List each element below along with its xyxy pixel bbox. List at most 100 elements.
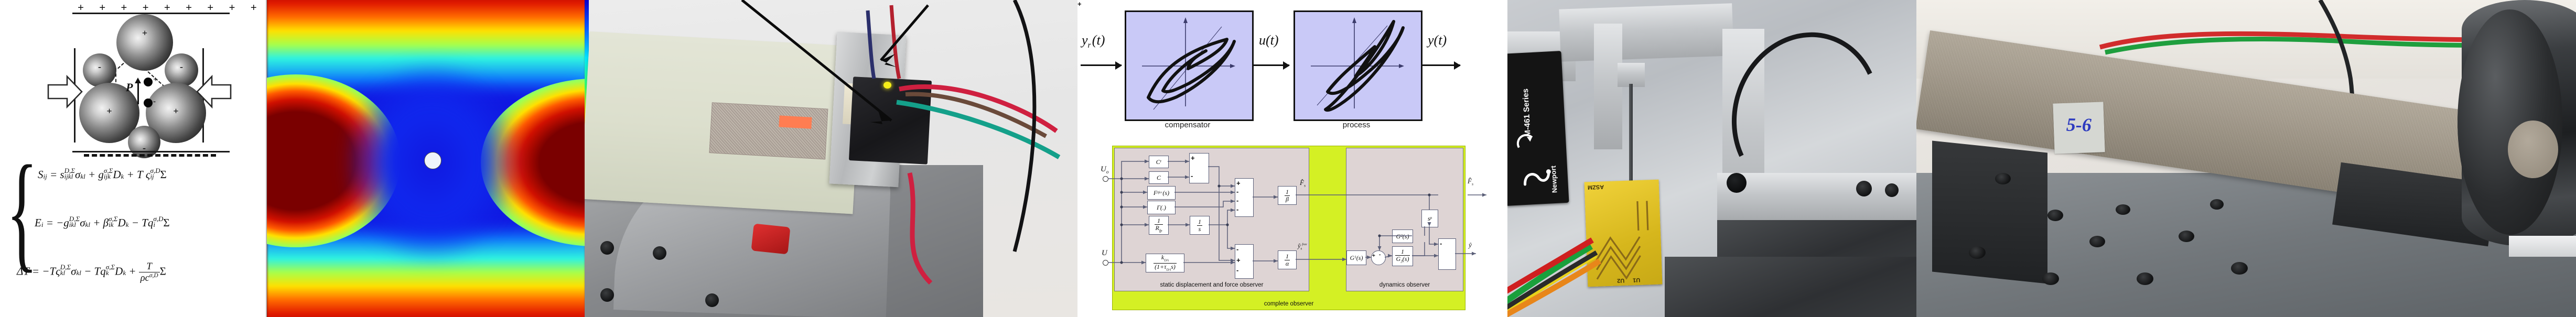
sensor-pcb	[848, 76, 932, 165]
composite-cantilever-beam	[585, 31, 863, 214]
output-force-label: F̂s	[1468, 177, 1473, 187]
atom-label-bottomright: +	[173, 106, 179, 116]
field-node-marker	[424, 152, 441, 169]
compensator-hysteresis-curve	[1142, 17, 1236, 110]
summer-2	[1235, 178, 1254, 217]
block-da-transfer: kDA(1+τDAs)	[1146, 254, 1184, 272]
summer-1	[1189, 153, 1209, 183]
micro-stage-base	[1665, 257, 1916, 317]
complete-observer-label: complete observer	[1264, 301, 1314, 307]
summer-1-plus: +	[1191, 154, 1195, 162]
stage-top-plate	[1717, 173, 1916, 220]
output-displacement-label: ŷ	[1469, 241, 1472, 249]
breadboard-hole	[1995, 173, 2011, 184]
summer-3-minus-b: -	[1236, 266, 1239, 274]
breadboard-hole	[2179, 231, 2194, 242]
beam-tape-label: 5-6	[2053, 102, 2105, 154]
newport-badge: M-461 Series Newport	[1507, 51, 1569, 206]
newport-logo-icon	[1524, 169, 1551, 186]
stage-hole	[1885, 183, 1899, 197]
pcb-silkscreen-aszm: ASZM	[1587, 183, 1604, 191]
summer-1-minus: -	[1191, 172, 1193, 180]
atom-label-top: +	[142, 28, 148, 38]
atom-label-right: -	[180, 61, 183, 72]
estimated-force-mid-label: F̂s	[1300, 179, 1306, 188]
reference-signal-arrow	[1081, 61, 1122, 70]
breadboard-hole	[2210, 199, 2224, 210]
dynamics-observer-group: dynamics observer	[1346, 148, 1463, 291]
red-cap	[751, 223, 791, 255]
summer-4-minus: -	[1440, 239, 1442, 247]
control-signal-arrow	[1253, 61, 1290, 70]
clamp-block	[1932, 140, 2047, 284]
piezo-patch	[709, 102, 828, 160]
upper-aluminium-arm	[1559, 3, 1734, 62]
summer-4-plus: +	[1077, 0, 1082, 8]
terminal-u-label: U	[1102, 249, 1107, 257]
process-hysteresis-curve	[1311, 17, 1405, 112]
summer-3-minus-a: -	[1236, 245, 1239, 253]
atom-bottomleft-positive: +	[79, 83, 139, 143]
beam-tape-text: 5-6	[2066, 114, 2092, 136]
dipole-negative-dot	[144, 99, 153, 107]
atom-right-negative: -	[165, 53, 198, 87]
static-observer-group: static displacement and force observer	[1114, 148, 1309, 291]
atom-label-bottomleft: +	[106, 106, 112, 116]
stage-hole	[1856, 181, 1872, 196]
breadboard-hole	[1969, 246, 1986, 259]
dynamics-sum-minus: -	[1379, 252, 1381, 258]
rainbow-field	[266, 0, 585, 317]
atom-top-positive: +	[116, 14, 173, 71]
piezo-lattice-diagram: + + + + + + + + + + - - +	[47, 1, 263, 158]
dipole-negative-label: -	[153, 97, 156, 106]
summer-2-plus: +	[1236, 179, 1241, 187]
bottom-charge-row	[84, 154, 216, 162]
summer-3	[1235, 244, 1254, 279]
block-gamma: Γ(.)	[1147, 201, 1176, 214]
reference-signal-label: yr (t)	[1082, 32, 1105, 50]
panel-control-block-diagram: yr (t) compensator u(t)	[1077, 0, 1507, 317]
stage-hole	[1727, 173, 1747, 193]
summer-2-minus-b: -	[1236, 196, 1239, 204]
process-caption: process	[1342, 121, 1371, 129]
terminal-uo[interactable]	[1103, 176, 1108, 182]
support-rail	[2509, 236, 2576, 257]
summer-2-minus-c: -	[1236, 205, 1239, 213]
terminal-u[interactable]	[1103, 260, 1108, 266]
panel-piezoelectric-lattice-equations: + + + + + + + + + + - - +	[0, 0, 265, 317]
atom-bottom-negative: -	[128, 126, 160, 158]
dipole-positive-label: +	[153, 75, 158, 84]
equation-brace: {	[6, 139, 38, 284]
atom-left-negative: -	[83, 53, 116, 87]
breadboard-hole	[2116, 204, 2130, 215]
estimated-free-disp-label: ŷsfree	[1298, 242, 1307, 251]
panel-newport-stage-photo: M-461 Series Newport ASZM	[1507, 0, 1916, 317]
output-signal-arrow	[1421, 61, 1461, 70]
dynamics-sum-plus: +	[1372, 253, 1375, 259]
breadboard-hole	[2047, 210, 2063, 221]
terminal-uo-label: Uo	[1101, 165, 1109, 175]
summer-4	[1438, 238, 1456, 270]
panel-cantilever-photo	[585, 0, 1077, 317]
breadboard-hole	[2231, 262, 2248, 275]
table-hole	[653, 246, 666, 260]
summer-2-minus-a: -	[1236, 188, 1239, 195]
panel-beam-with-cylindrical-mass-photo: 5-6	[1916, 0, 2576, 317]
table-hole	[600, 288, 614, 302]
process-block	[1294, 10, 1422, 121]
output-signal-label: y(t)	[1428, 32, 1447, 48]
table-hole	[600, 241, 614, 255]
dynamics-summing-junction	[1371, 250, 1386, 265]
pcb-silkscreen-u2: U2	[1616, 277, 1625, 284]
top-charge-row: + + + + + + + + +	[78, 1, 263, 14]
right-compression-arrow	[196, 74, 232, 109]
